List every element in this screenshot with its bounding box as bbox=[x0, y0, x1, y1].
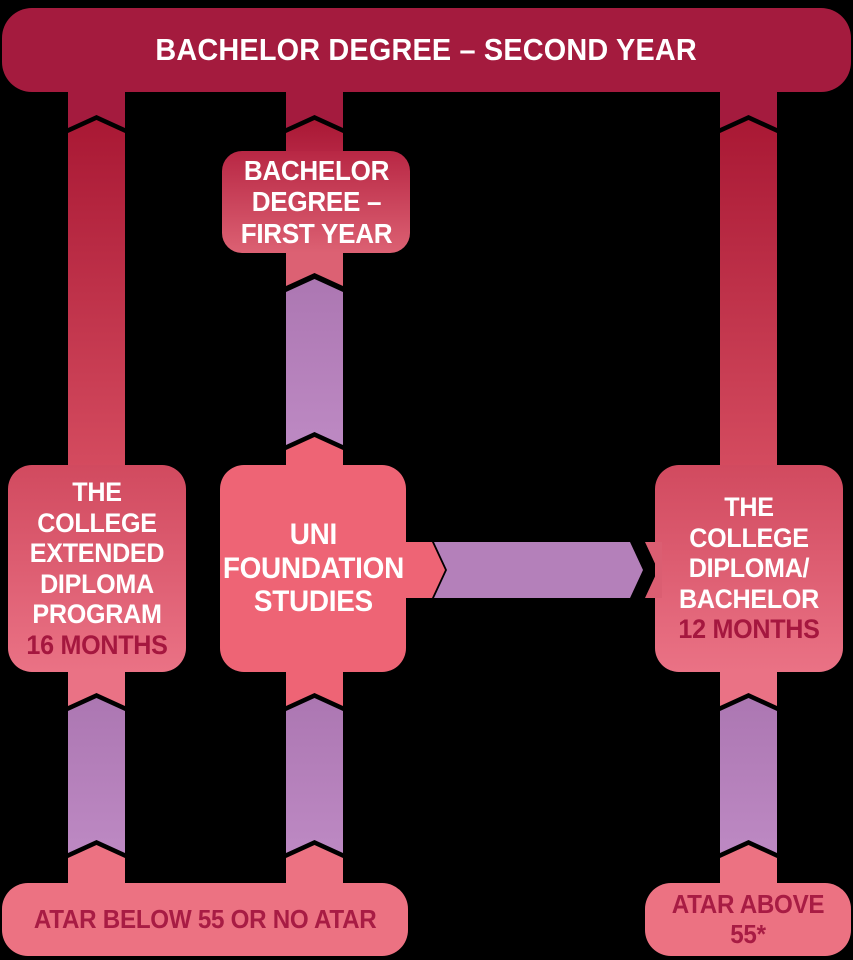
foundation-line: FOUNDATION bbox=[222, 551, 404, 585]
node-atar-below-55: ATAR BELOW 55 OR NO ATAR bbox=[2, 883, 408, 956]
diploma-line: DIPLOMA/ bbox=[688, 553, 810, 584]
first-year-line: BACHELOR bbox=[243, 154, 389, 186]
arrow-diploma-to-second-year-shaft bbox=[720, 120, 777, 466]
node-extended-diploma-program: THE COLLEGE EXTENDED DIPLOMA PROGRAM 16 … bbox=[8, 465, 186, 672]
arrow-atar-below-to-foundation-shaft bbox=[286, 698, 343, 853]
arrow-foundation-to-diploma-head bbox=[645, 542, 662, 598]
arrow-foundation-to-first-year-tail bbox=[286, 437, 343, 466]
first-year-line: DEGREE – bbox=[251, 186, 381, 218]
extended-line: PROGRAM bbox=[32, 599, 162, 629]
arrow-foundation-to-diploma-shaft bbox=[434, 542, 643, 598]
node-uni-foundation-studies: UNI FOUNDATION STUDIES bbox=[220, 465, 406, 672]
arrow-extended-to-second-year-shaft bbox=[68, 120, 125, 466]
node-bachelor-first-year: BACHELOR DEGREE – FIRST YEAR bbox=[222, 151, 410, 253]
first-year-line: FIRST YEAR bbox=[240, 217, 392, 249]
node-diploma-bachelor: THE COLLEGE DIPLOMA/ BACHELOR 12 MONTHS bbox=[655, 465, 843, 672]
banner-label: BACHELOR DEGREE – SECOND YEAR bbox=[155, 32, 698, 68]
arrow-atar-below-to-extended-tail bbox=[68, 845, 125, 884]
node-atar-above-55: ATAR ABOVE 55* bbox=[645, 883, 851, 956]
extended-line: THE COLLEGE bbox=[37, 477, 157, 538]
arrow-atar-above-to-diploma-tail bbox=[720, 845, 777, 884]
arrow-atar-below-to-foundation-tail bbox=[286, 845, 343, 884]
foundation-line: STUDIES bbox=[253, 585, 373, 619]
atar-below-label: ATAR BELOW 55 OR NO ATAR bbox=[33, 903, 377, 934]
arrow-atar-below-to-extended-shaft bbox=[68, 698, 125, 853]
extended-line: EXTENDED bbox=[29, 538, 165, 568]
arrow-first-year-to-second-year-shaft bbox=[286, 120, 343, 153]
arrow-atar-above-to-diploma-shaft bbox=[720, 698, 777, 853]
node-bachelor-second-year: BACHELOR DEGREE – SECOND YEAR bbox=[2, 8, 851, 92]
foundation-line: UNI bbox=[289, 517, 337, 551]
arrow-foundation-to-first-year-shaft bbox=[286, 279, 343, 445]
diploma-line: THE COLLEGE bbox=[689, 492, 809, 553]
diploma-duration: 12 MONTHS bbox=[678, 614, 820, 645]
diploma-line: BACHELOR bbox=[678, 583, 820, 614]
atar-above-label: ATAR ABOVE 55* bbox=[671, 889, 825, 949]
extended-line: DIPLOMA bbox=[40, 568, 154, 599]
extended-duration: 16 MONTHS bbox=[26, 629, 168, 660]
